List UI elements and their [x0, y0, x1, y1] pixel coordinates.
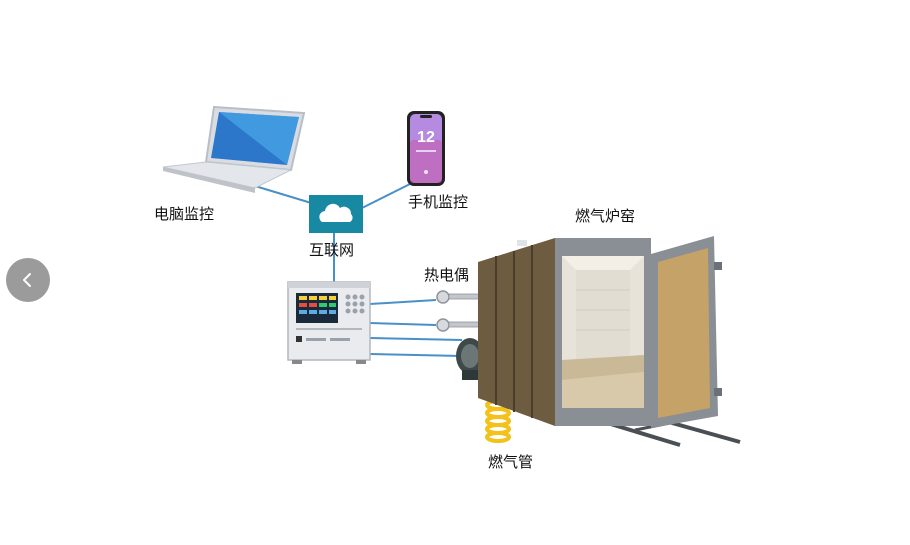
- gas-furnace-icon: [478, 236, 741, 447]
- label-gas-pipe: 燃气管: [488, 453, 533, 471]
- smartphone-icon: 12: [407, 111, 445, 186]
- burner-icon: [456, 338, 484, 380]
- label-internet: 互联网: [309, 241, 354, 259]
- laptop-cloud-line: [254, 185, 319, 206]
- cloud-icon: [309, 195, 363, 233]
- label-pc-monitor: 电脑监控: [154, 205, 214, 223]
- phone-clock-text: 12: [417, 129, 435, 146]
- previous-button[interactable]: [6, 258, 50, 302]
- data-recorder-icon: [287, 281, 371, 364]
- recorder-burner-line-2: [369, 353, 463, 357]
- connection-lines: [254, 183, 463, 357]
- label-phone-monitor: 手机监控: [408, 193, 468, 211]
- recorder-thermocouple-line-2: [369, 322, 437, 326]
- recorder-burner-line-1: [369, 337, 463, 341]
- phone-cloud-line: [361, 183, 411, 209]
- recorder-thermocouple-line-1: [369, 299, 437, 305]
- thermocouple-icon: [436, 290, 480, 332]
- chevron-left-icon: [23, 273, 31, 287]
- label-thermocouple: 热电偶: [424, 266, 469, 284]
- label-gas-furnace: 燃气炉窑: [575, 207, 635, 225]
- laptop-icon: [162, 105, 306, 193]
